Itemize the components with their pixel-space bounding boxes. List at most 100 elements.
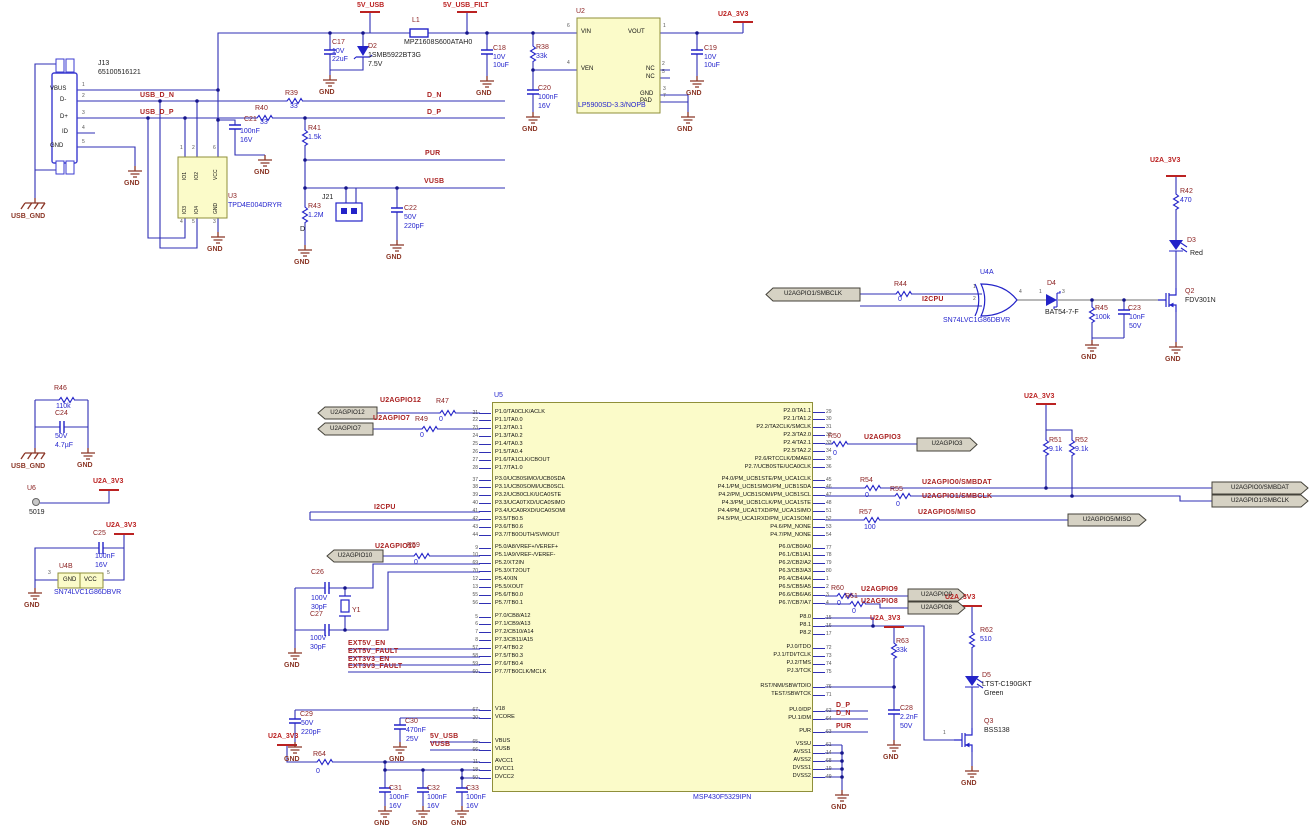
label-gpio10-20: U2AGPIO10 <box>375 543 417 550</box>
label-u2a3v3-8: U2A_3V3 <box>870 615 901 622</box>
label-v10-57: 10V <box>493 54 506 61</box>
label-r54-185: R54 <box>860 477 873 484</box>
label-u6pn-119: 5019 <box>29 509 45 516</box>
label-v91k-194: 9.1k <box>1075 446 1089 453</box>
net-tag-smbdat: U2AGPIO0/SMBDAT <box>1231 483 1289 491</box>
label-v12m-107: 1.2M <box>308 212 324 219</box>
label-d5n-104: 5 <box>192 219 195 225</box>
label-u2a3v3-9: U2A_3V3 <box>945 594 976 601</box>
label-d2n-76: 2 <box>662 61 665 67</box>
label-d2pn-52: 1SMB5922BT3G <box>368 52 421 59</box>
label-v100-190: 100 <box>864 524 876 531</box>
net-tag-smbclk_in: U2AGPIO1/SMBCLK <box>783 290 843 298</box>
label-r50-183: R50 <box>828 433 841 440</box>
label-d1-43: 1 <box>82 82 85 88</box>
label-u2a3v3-3: U2A_3V3 <box>1150 157 1181 164</box>
label-d3n-78: 3 <box>663 86 666 92</box>
label-vout-68: VOUT <box>628 29 645 35</box>
label-id-41: ID <box>62 129 68 135</box>
label-io3-97: IO3 <box>182 205 188 214</box>
label-c17-48: C17 <box>332 39 345 46</box>
label-d2v-53: 7.5V <box>368 61 383 68</box>
label-c24-115: C24 <box>55 410 68 417</box>
label-u2-64: U2 <box>576 8 585 15</box>
label-d4-136: D4 <box>1047 280 1056 287</box>
label-v10-49: 10V <box>332 48 345 55</box>
label-u4b-123: U4B <box>59 563 73 570</box>
label-io4-98: IO4 <box>194 205 200 214</box>
label-v33-86: 33 <box>260 119 268 126</box>
net-tag-gpio9: U2AGPIO9 <box>921 590 952 598</box>
label-vcc-96: VCC <box>213 169 219 180</box>
gnd-label: GND <box>686 90 702 97</box>
label-d3n-45: 3 <box>82 110 85 116</box>
label-v100n-178: 100nF <box>427 794 447 801</box>
label-dd-108: D <box>300 226 306 233</box>
label-e5f-22: EXT5V_FAULT <box>348 648 399 655</box>
label-v15k-91: 1.5k <box>308 134 322 141</box>
label-v50-111: 50V <box>404 214 417 221</box>
gnd-label: GND <box>284 662 300 669</box>
label-d5n-128: 5 <box>107 570 110 576</box>
label-v16-122: 16V <box>95 562 108 569</box>
label-vusb-15: VUSB <box>424 178 445 185</box>
label-v220p-112: 220pF <box>404 223 424 230</box>
label-y1-162: Y1 <box>352 607 361 614</box>
label-j13-36: J13 <box>98 60 110 67</box>
label-nc-70: NC <box>646 74 655 80</box>
gnd-label: GND <box>254 169 270 176</box>
gnd-label: GND <box>319 89 335 96</box>
label-vusb-26: VUSB <box>430 741 451 748</box>
label-v25-171: 25V <box>406 736 419 743</box>
label-v0-198: 0 <box>852 608 856 615</box>
label-pad-72: PAD <box>640 98 652 104</box>
label-v0-186: 0 <box>865 492 869 499</box>
label-v10n-143: 10nF <box>1129 314 1145 321</box>
label-d5pn-202: LTST-C190GKT <box>982 681 1032 688</box>
label-u2pn-65: LP5900SD-3.3/NOPB <box>578 102 646 109</box>
label-r44-130: R44 <box>894 281 907 288</box>
label-u4pn-132: SN74LVC1G86DBVR <box>943 317 1011 324</box>
label-v50-116: 50V <box>55 433 68 440</box>
label-d3n-127: 3 <box>48 570 51 576</box>
label-u5pn-152: MSP430F5329IPN <box>693 794 752 801</box>
label-io2-95: IO2 <box>194 171 200 180</box>
label-v100n-121: 100nF <box>95 553 115 560</box>
label-vbus-38: VBUS <box>50 86 67 92</box>
label-i2cpu-17: I2CPU <box>922 296 944 303</box>
label-d3n-105: 3 <box>213 219 216 225</box>
label-u4a-129: U4A <box>980 269 994 276</box>
label-v10u-82: 10uF <box>704 62 720 69</box>
label-r51-191: R51 <box>1049 437 1062 444</box>
gnd-label: GND <box>1081 354 1097 361</box>
label-q3pn-205: BSS138 <box>984 727 1010 734</box>
label-l1-54: L1 <box>412 17 420 24</box>
